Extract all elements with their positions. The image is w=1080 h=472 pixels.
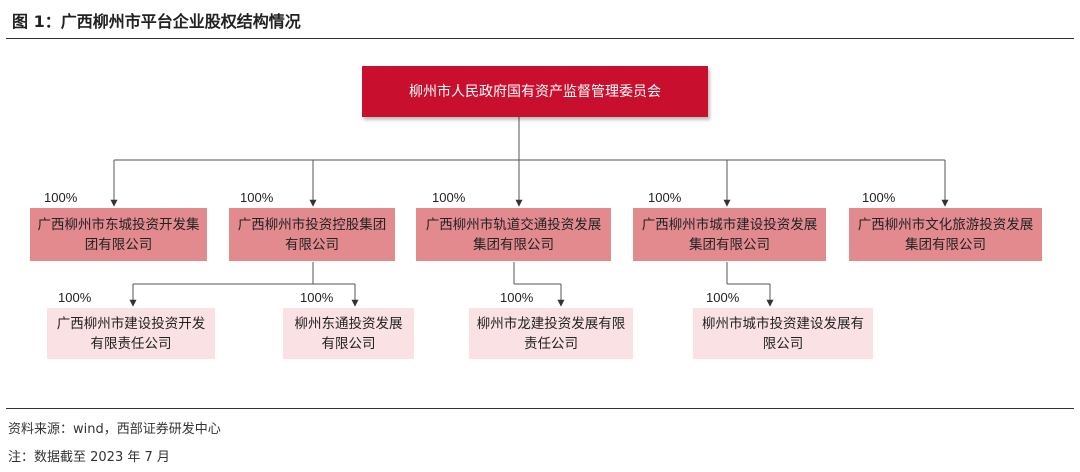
node-dongcheng: 广西柳州市东城投资开发集团有限公司 [30,208,207,261]
node-chengshijianshe: 广西柳州市城市建设投资发展集团有限公司 [633,208,826,261]
node-longjian: 柳州市龙建投资发展有限责任公司 [469,308,633,359]
top-rule [6,38,1074,39]
node-wenhualvyou: 广西柳州市文化旅游投资发展集团有限公司 [849,208,1042,261]
bottom-rule [6,408,1074,409]
pct-level1-3: 100% [648,190,682,205]
root-node-label: 柳州市人民政府国有资产监督管理委员会 [409,83,661,100]
node-dongtong: 柳州东通投资发展有限公司 [283,308,414,359]
pct-level1-0: 100% [44,190,78,205]
pct-level1-4: 100% [862,190,896,205]
pct-level2-3: 100% [706,290,740,305]
node-label: 广西柳州市文化旅游投资发展集团有限公司 [857,216,1034,253]
root-node: 柳州市人民政府国有资产监督管理委员会 [362,66,708,117]
pct-level2-2: 100% [500,290,534,305]
node-chengshitouzi: 柳州市城市投资建设发展有限公司 [693,308,873,359]
node-label: 柳州市龙建投资发展有限责任公司 [476,315,626,352]
node-label: 柳州市城市投资建设发展有限公司 [702,315,864,352]
node-label: 广西柳州市轨道交通投资发展集团有限公司 [425,216,602,253]
pct-level1-2: 100% [432,190,466,205]
pct-level2-0: 100% [58,290,92,305]
node-label: 广西柳州市城市建设投资发展集团有限公司 [641,216,818,253]
node-label: 广西柳州市投资控股集团有限公司 [237,216,387,253]
figure-title: 图 1：广西柳州市平台企业股权结构情况 [12,12,301,31]
node-jianshetouzi: 广西柳州市建设投资开发有限责任公司 [47,308,215,359]
source-note: 资料来源：wind，西部证券研发中心 [8,422,221,437]
node-guidaojiaotong: 广西柳州市轨道交通投资发展集团有限公司 [416,208,611,261]
date-note: 注：数据截至 2023 年 7 月 [8,450,170,465]
node-label: 柳州东通投资发展有限公司 [294,315,403,352]
node-label: 广西柳州市东城投资开发集团有限公司 [37,216,200,253]
pct-level2-1: 100% [300,290,334,305]
node-touzikonggu: 广西柳州市投资控股集团有限公司 [229,208,395,261]
pct-level1-1: 100% [240,190,274,205]
node-label: 广西柳州市建设投资开发有限责任公司 [56,315,206,352]
